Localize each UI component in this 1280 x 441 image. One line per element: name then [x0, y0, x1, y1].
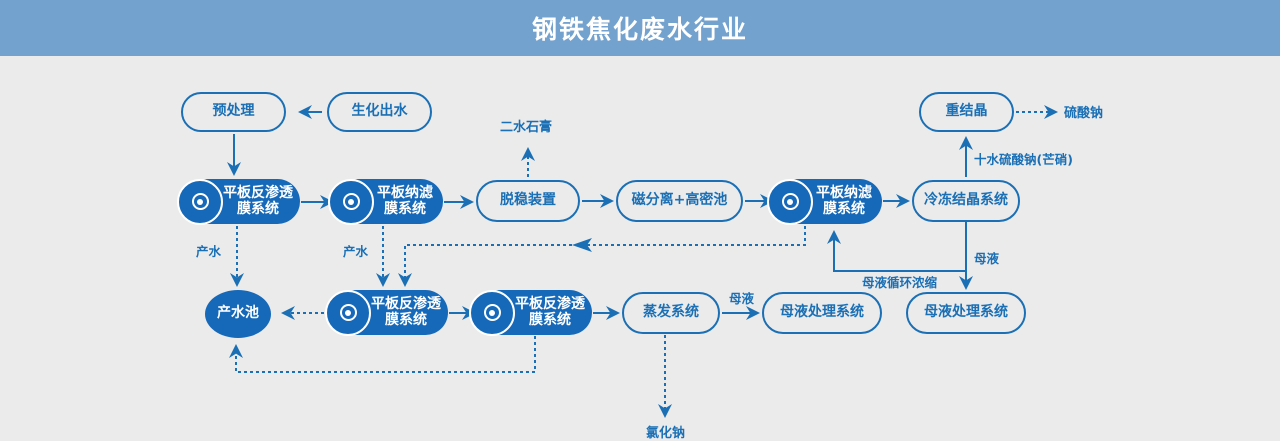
node-freeze-crystallization-system[interactable]: 冷冻结晶系统	[912, 180, 1020, 222]
edge-nf2-to-ro2	[398, 226, 806, 287]
node-destabilization-unit[interactable]: 脱稳装置	[476, 180, 580, 222]
page-header: 钢铁焦化废水行业	[0, 0, 1280, 56]
flowchart-canvas: 预处理 生化出水 平板反渗透 膜系统 平板纳滤 膜系统 脱稳装置 磁分离+高密池…	[0, 56, 1280, 441]
node-label: 脱稳装置	[500, 192, 556, 209]
membrane-disc-icon	[469, 289, 515, 336]
node-label: 预处理	[212, 103, 255, 120]
node-label: 冷冻结晶系统	[924, 192, 1008, 209]
edge-recycle-to-nf2	[827, 230, 966, 272]
terminal-label-sodium-sulfate: 硫酸钠	[1064, 106, 1104, 121]
node-magnetic-separation-high-density-tank[interactable]: 磁分离+高密池	[616, 180, 743, 222]
node-label: 重结晶	[945, 103, 988, 120]
node-product-water-pool[interactable]: 产水池	[205, 290, 271, 338]
membrane-disc-icon	[767, 178, 813, 225]
node-label: 磁分离+高密池	[631, 192, 728, 209]
node-mother-liquor-treatment-system-2[interactable]: 母液处理系统	[906, 292, 1026, 334]
node-mother-liquor-treatment-system-1[interactable]: 母液处理系统	[762, 292, 882, 334]
node-label: 产水池	[217, 305, 259, 322]
node-flat-ro-membrane-system-2[interactable]: 平板反渗透 膜系统	[325, 289, 448, 336]
node-evaporation-system[interactable]: 蒸发系统	[622, 292, 720, 334]
terminal-label-gypsum: 二水石膏	[500, 120, 553, 135]
node-label: 蒸发系统	[643, 304, 699, 321]
node-bio-effluent[interactable]: 生化出水	[327, 92, 432, 132]
edge-label-mother-liquor-recycle: 母液循环浓缩	[862, 275, 938, 290]
edge-label-product-water-1: 产水	[196, 244, 222, 259]
edge-ro3-to-pool	[229, 336, 536, 373]
node-label: 母液处理系统	[780, 304, 864, 321]
edge-nf2-to-ro2-arrowhead	[572, 238, 592, 252]
membrane-disc-icon	[328, 178, 374, 225]
node-pretreatment[interactable]: 预处理	[181, 92, 286, 132]
node-recrystallization[interactable]: 重结晶	[919, 92, 1014, 132]
page-title: 钢铁焦化废水行业	[531, 15, 748, 44]
edge-label-mother-liquor-evap: 母液	[729, 291, 755, 306]
edge-label-glaubers-salt: 十水硫酸钠(芒硝)	[974, 152, 1073, 167]
terminal-label-sodium-chloride: 氯化钠	[646, 426, 686, 441]
edge-label-mother-liquor-freeze: 母液	[974, 251, 1000, 266]
membrane-disc-icon	[325, 289, 371, 336]
node-flat-ro-membrane-system-1[interactable]: 平板反渗透 膜系统	[177, 178, 300, 225]
edge-label-product-water-2: 产水	[343, 244, 369, 259]
node-flat-nf-membrane-system-2[interactable]: 平板纳滤 膜系统	[767, 178, 882, 225]
node-label: 母液处理系统	[924, 304, 1008, 321]
node-flat-nf-membrane-system-1[interactable]: 平板纳滤 膜系统	[328, 178, 443, 225]
node-label: 生化出水	[351, 103, 408, 120]
node-flat-ro-membrane-system-3[interactable]: 平板反渗透 膜系统	[469, 289, 592, 336]
membrane-disc-icon	[177, 178, 223, 225]
